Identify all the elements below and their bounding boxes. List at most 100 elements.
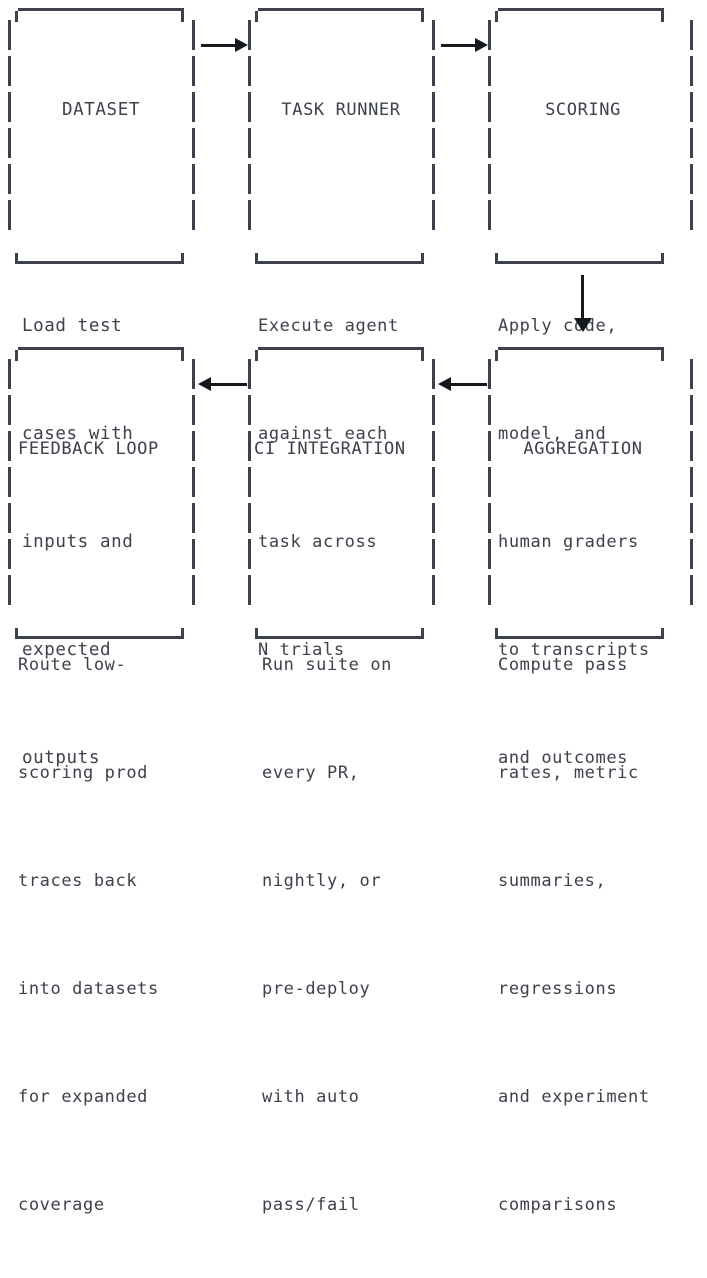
node-line: Compute pass [498,655,629,675]
arrowhead-down-icon [573,318,592,332]
node-aggregation-right-border [690,359,693,627]
arrow-ci-integration-to-feedback-loop [198,377,247,391]
node-content: AGGREGATION Compute pass rates, metric s… [498,359,668,1215]
corner-tick-top-left [495,350,498,361]
node-top-border [255,347,424,361]
corner-tick-bottom-left [15,628,18,639]
node-line: coverage [18,1195,105,1215]
node-title-gap [498,200,668,236]
corner-tick-bottom-left [15,253,18,264]
node-bottom-border [15,253,184,264]
node-top-border [495,347,664,361]
node-bottom-border [495,253,664,264]
node-line: scoring prod [18,763,149,783]
node-line: human graders [498,532,639,552]
corner-tick-top-right [661,350,664,361]
corner-tick-top-right [421,11,424,22]
node-dataset-right-border [192,20,195,252]
corner-tick-top-left [255,350,258,361]
arrowhead-left-icon [438,377,451,391]
node-title-gap [254,539,430,575]
node-line: pass/fail [262,1195,360,1215]
corner-tick-bottom-right [181,253,184,264]
node-line: model, and [498,424,607,444]
corner-tick-bottom-right [661,253,664,264]
node-title: FEEDBACK LOOP [18,439,159,459]
node-line: task across [258,532,378,552]
node-line: summaries, [498,871,607,891]
node-line: Execute agent [258,316,399,336]
node-feedback-loop-right-border [192,359,195,627]
node-line: every PR, [262,763,360,783]
node-scoring-right-border [690,20,693,252]
node-bottom-border [495,628,664,639]
node-title: CI INTEGRATION [254,439,406,459]
node-left-border [488,359,491,627]
node-content: CI INTEGRATION Run suite on every PR, ni… [254,359,430,1215]
node-line: comparisons [498,1195,618,1215]
node-top-border [255,8,424,22]
arrowhead-right-icon [475,38,488,52]
corner-tick-bottom-right [421,628,424,639]
node-content: DATASET Load test cases with inputs and … [22,20,180,768]
node-line: pre-deploy [262,979,371,999]
node-line: inputs and [22,532,134,552]
node-content: TASK RUNNER Execute agent against each t… [258,20,424,660]
node-left-border [488,20,491,252]
node-title-gap [22,200,180,236]
node-line: and experiment [498,1087,650,1107]
corner-tick-top-right [181,11,184,22]
corner-tick-top-left [255,11,258,22]
node-content: SCORING Apply code, model, and human gra… [498,20,668,768]
node-top-border [495,8,664,22]
corner-tick-bottom-left [495,628,498,639]
node-task-runner[interactable]: TASK RUNNER Execute agent against each t… [248,8,434,660]
node-line: with auto [262,1087,360,1107]
node-bottom-border [255,628,424,639]
node-feedback-loop[interactable]: FEEDBACK LOOP Route low- scoring prod tr… [8,347,194,1215]
node-top-border [15,8,184,22]
node-bottom-border [15,628,184,639]
node-line: nightly, or [262,871,382,891]
node-content: FEEDBACK LOOP Route low- scoring prod tr… [18,359,188,1215]
node-title: TASK RUNNER [281,100,401,120]
corner-tick-top-left [15,11,18,22]
corner-tick-top-left [15,350,18,361]
arrow-task-runner-to-scoring [441,38,488,52]
flowchart-canvas: DATASET Load test cases with inputs and … [8,8,693,1215]
node-line: into datasets [18,979,159,999]
corner-tick-bottom-right [421,253,424,264]
node-line: against each [258,424,389,444]
corner-tick-bottom-left [255,253,258,264]
node-line: Load test [22,316,123,336]
node-top-border [15,347,184,361]
corner-tick-top-right [661,11,664,22]
corner-tick-top-right [181,350,184,361]
corner-tick-top-left [495,11,498,22]
node-line: Run suite on [262,655,393,675]
node-line: traces back [18,871,138,891]
node-title: AGGREGATION [523,439,643,459]
node-bottom-border [255,253,424,264]
node-ci-integration-right-border [432,359,435,627]
node-ci-integration[interactable]: CI INTEGRATION Run suite on every PR, ni… [248,347,434,1215]
corner-tick-bottom-left [255,628,258,639]
node-dataset[interactable]: DATASET Load test cases with inputs and … [8,8,194,768]
node-aggregation[interactable]: AGGREGATION Compute pass rates, metric s… [488,347,674,1215]
arrow-dataset-to-task-runner [201,38,248,52]
arrow-aggregation-to-ci-integration [438,377,487,391]
arrow-scoring-to-aggregation [573,275,592,332]
node-line: rates, metric [498,763,639,783]
node-line: cases with [22,424,134,444]
node-title-gap [258,200,424,236]
node-task-runner-right-border [432,20,435,252]
node-title-gap [18,539,188,575]
corner-tick-bottom-right [661,628,664,639]
node-title: SCORING [545,100,621,120]
arrowhead-right-icon [235,38,248,52]
node-line: regressions [498,979,618,999]
arrowhead-left-icon [198,377,211,391]
node-scoring[interactable]: SCORING Apply code, model, and human gra… [488,8,674,768]
node-line: for expanded [18,1087,149,1107]
node-left-border [248,20,251,252]
